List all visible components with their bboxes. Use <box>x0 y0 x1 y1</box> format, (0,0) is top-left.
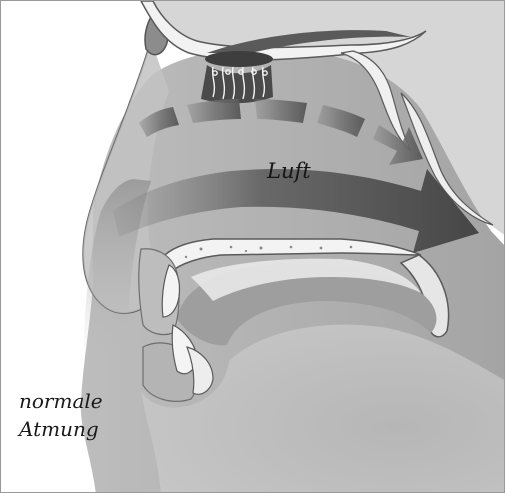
air-label: Luft <box>267 159 311 183</box>
caption-line-2: Atmung <box>19 415 103 443</box>
olfactory-region <box>201 51 273 103</box>
caption-line-1: normale <box>19 387 103 415</box>
breathing-caption: normale Atmung <box>19 387 103 443</box>
